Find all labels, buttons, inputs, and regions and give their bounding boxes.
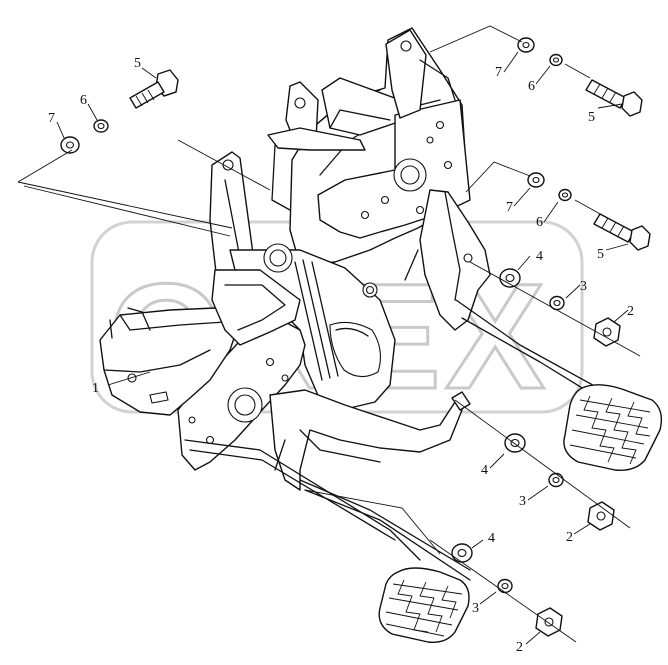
callout-5-left: 5 <box>134 56 141 71</box>
pedal-pad-left <box>378 567 470 643</box>
callout-7-left: 7 <box>48 111 55 126</box>
callout-6-top-right: 6 <box>528 79 535 94</box>
pedal-bracket-body <box>99 27 621 581</box>
callout-7-mid-right: 7 <box>506 200 513 215</box>
leader-lines <box>17 25 629 645</box>
callout-4-lower: 4 <box>488 531 495 546</box>
lock-washer-top-left <box>93 119 109 133</box>
callout-labels: 1 2 2 2 3 3 3 4 4 4 5 5 5 6 6 6 7 7 7 <box>48 56 634 655</box>
lock-washer-top-right <box>549 53 563 67</box>
flat-washer-pivot-upper <box>499 268 521 288</box>
callout-6-left: 6 <box>80 93 87 108</box>
bolt-top-right <box>585 79 643 117</box>
nut-pivot-upper <box>593 317 621 347</box>
callout-4-mid: 4 <box>481 463 488 478</box>
flat-washer-pivot-mid <box>504 433 526 453</box>
callout-5-top-right: 5 <box>588 110 595 125</box>
callout-2-lower: 2 <box>516 640 523 655</box>
callout-6-mid-right: 6 <box>536 215 543 230</box>
callout-1: 1 <box>92 381 99 396</box>
lock-washer-pivot-upper <box>549 295 565 311</box>
flat-washer-pivot-lower <box>451 543 473 563</box>
callout-4-upper: 4 <box>536 249 543 264</box>
nut-pivot-mid <box>587 501 615 531</box>
flat-washer-mid-right <box>527 172 545 188</box>
lock-washer-mid-right <box>558 188 572 202</box>
lock-washer-pivot-lower <box>497 578 513 594</box>
flat-washer-top-right <box>517 37 535 53</box>
bolt-mid-right <box>593 213 651 251</box>
nut-pivot-lower <box>535 607 563 637</box>
lock-washer-pivot-mid <box>548 472 564 488</box>
callout-5-mid-right: 5 <box>597 247 604 262</box>
bolt-top-left <box>129 69 179 109</box>
callout-3-upper: 3 <box>580 279 587 294</box>
callout-3-mid: 3 <box>519 494 526 509</box>
callout-2-upper: 2 <box>627 304 634 319</box>
assembly-axis-lines <box>429 63 641 643</box>
flat-washer-top-left <box>60 136 80 154</box>
callout-2-mid: 2 <box>566 530 573 545</box>
callout-7-top-right: 7 <box>495 65 502 80</box>
callout-3-lower: 3 <box>472 601 479 616</box>
pedal-pad-right <box>563 384 663 471</box>
